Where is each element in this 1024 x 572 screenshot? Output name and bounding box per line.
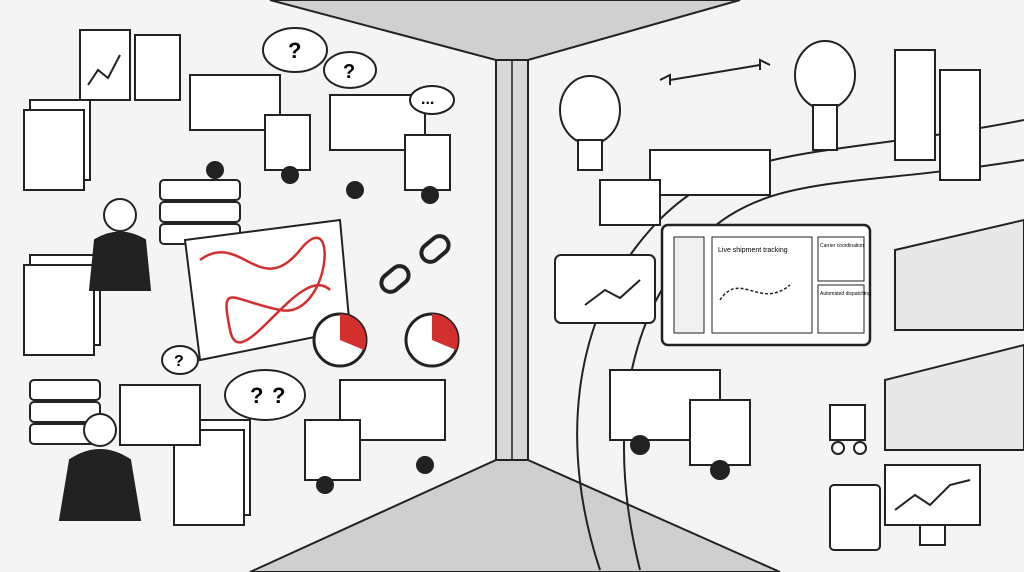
- binder-icon: [29, 179, 241, 445]
- question-bubble: ? ? ? ? ? ...: [161, 27, 455, 421]
- ellipsis-mark: ...: [421, 91, 434, 108]
- chart-paper-icon: [79, 29, 181, 101]
- monitor-icon: [884, 464, 981, 546]
- paper-stack-icon: [23, 99, 251, 526]
- left-scene: ? ? ? ? ? ...: [23, 27, 460, 526]
- modern-truck-icon: [599, 149, 771, 480]
- forklift-icon: [829, 404, 867, 455]
- question-mark: ?: [174, 353, 184, 370]
- server-rack-icon: [894, 49, 981, 181]
- warehouse-icon: [884, 218, 1024, 451]
- dashboard-automation-title: Automated dispatching: [820, 291, 871, 297]
- worker-at-spreadsheet: [58, 384, 201, 521]
- question-mark: ?: [250, 383, 263, 408]
- tablet-icon: [554, 254, 881, 551]
- dashboard-main-title: Live shipment tracking: [718, 247, 788, 254]
- data-link-arrow: [659, 58, 771, 85]
- dashboard-carrier-title: Carrier coordination: [820, 243, 864, 249]
- stressed-worker-phone: [88, 198, 152, 291]
- right-scene: Live shipment tracking Carrier coordinat…: [554, 40, 1024, 571]
- question-mark: ?: [272, 383, 285, 408]
- truck-icon: [189, 74, 451, 494]
- satellite-dish-icon: [559, 40, 856, 171]
- tracking-dashboard: Live shipment tracking Carrier coordinat…: [660, 223, 872, 347]
- question-mark: ?: [343, 61, 355, 83]
- stopwatch-icon: [312, 312, 460, 368]
- question-mark: ?: [288, 38, 301, 63]
- broken-chain-icon: [379, 234, 451, 294]
